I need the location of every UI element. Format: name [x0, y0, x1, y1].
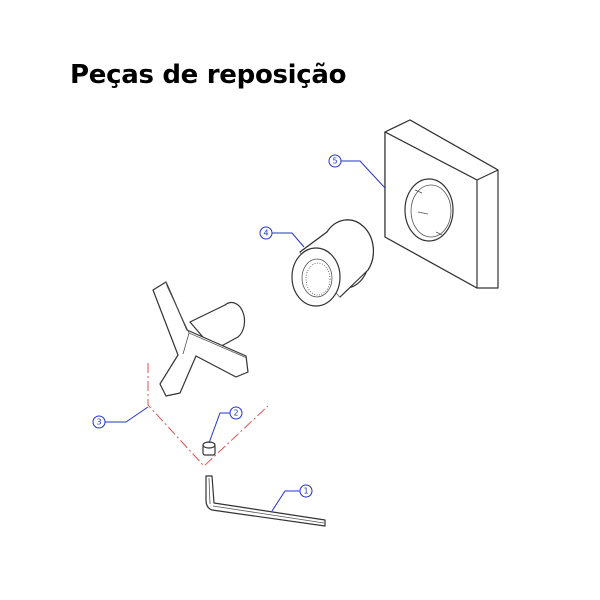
callout-2: 2: [208, 406, 243, 444]
handle-centerline: [147, 363, 269, 467]
callout-4: 4: [259, 226, 305, 248]
callout-number: 3: [96, 418, 101, 427]
callout-number: 2: [233, 409, 238, 418]
cross-handle: [152, 281, 249, 397]
threaded-nut: [291, 219, 374, 307]
callout-number: 1: [303, 487, 308, 496]
callout-number: 5: [332, 157, 337, 166]
allen-key: [205, 475, 326, 527]
escutcheon-plate: [384, 119, 499, 289]
set-screw: [202, 441, 216, 456]
page-title: Peças de reposição: [70, 60, 347, 90]
callout-number: 4: [263, 229, 268, 238]
callout-1: 1: [271, 484, 313, 512]
callout-3: 3: [92, 406, 149, 429]
callout-5: 5: [328, 154, 386, 189]
